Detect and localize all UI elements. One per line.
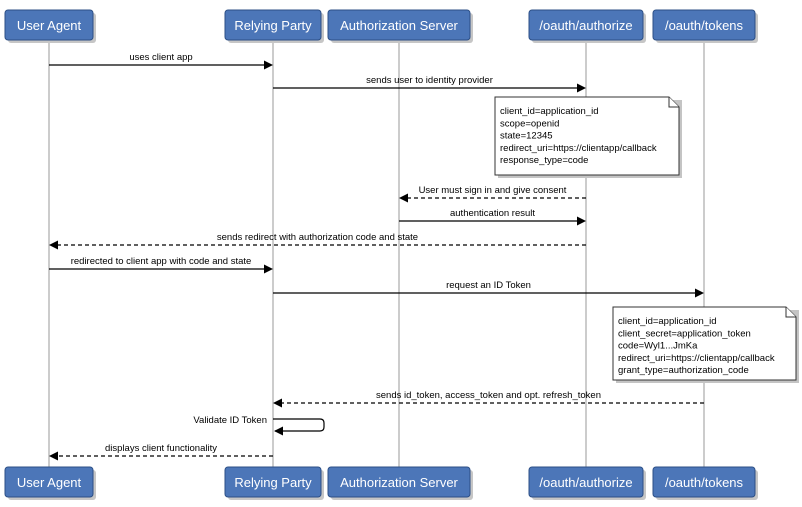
message-9: Validate ID Token bbox=[193, 415, 325, 436]
message-label: sends id_token, access_token and opt. re… bbox=[376, 390, 601, 401]
message-label: sends redirect with authorization code a… bbox=[217, 232, 418, 243]
participant-box bbox=[652, 466, 756, 498]
message-label: sends user to identity provider bbox=[366, 75, 493, 86]
message-4: authentication result bbox=[399, 208, 586, 226]
note-fold bbox=[785, 307, 796, 318]
note-line: redirect_uri=https://clientapp/callback bbox=[500, 143, 657, 154]
arrow-head bbox=[273, 398, 282, 408]
participant-box bbox=[528, 9, 644, 41]
participant-as-top: Authorization Server bbox=[327, 9, 473, 43]
participant-label: Authorization Server bbox=[340, 475, 458, 490]
participant-rp-bottom: Relying Party bbox=[224, 466, 324, 500]
arrow-head bbox=[577, 83, 586, 93]
arrow-head bbox=[399, 193, 408, 203]
participant-ua-bottom: User Agent bbox=[4, 466, 96, 500]
participant-ua-top: User Agent bbox=[4, 9, 96, 43]
message-1: uses client app bbox=[49, 52, 273, 70]
message-label: User must sign in and give consent bbox=[419, 185, 567, 196]
message-label: Validate ID Token bbox=[193, 415, 267, 426]
participant-az-bottom: /oauth/authorize bbox=[528, 466, 646, 500]
participant-box bbox=[327, 9, 471, 41]
participant-label: User Agent bbox=[17, 475, 82, 490]
arrow-head bbox=[264, 264, 273, 274]
participant-box bbox=[652, 9, 756, 41]
note-line: response_type=code bbox=[500, 155, 588, 166]
message-label: request an ID Token bbox=[446, 280, 531, 291]
message-8: sends id_token, access_token and opt. re… bbox=[273, 390, 704, 408]
participant-as-bottom: Authorization Server bbox=[327, 466, 473, 500]
message-2: sends user to identity provider bbox=[273, 75, 586, 93]
note-line: state=12345 bbox=[500, 131, 553, 142]
participant-box bbox=[224, 9, 322, 41]
participant-label: /oauth/tokens bbox=[665, 475, 744, 490]
arrow-head bbox=[695, 288, 704, 298]
arrow-head bbox=[264, 60, 273, 70]
participant-label: /oauth/authorize bbox=[539, 475, 632, 490]
message-label: displays client functionality bbox=[105, 443, 217, 454]
message-6: redirected to client app with code and s… bbox=[49, 256, 273, 274]
note-line: redirect_uri=https://clientapp/callback bbox=[618, 353, 775, 364]
note-tk: client_id=application_idclient_secret=ap… bbox=[612, 306, 799, 383]
participant-box bbox=[528, 466, 644, 498]
arrow-head bbox=[49, 240, 58, 250]
arrow-head bbox=[274, 426, 283, 436]
note-body bbox=[612, 306, 797, 381]
message-7: request an ID Token bbox=[273, 280, 704, 298]
note-line: grant_type=authorization_code bbox=[618, 365, 749, 376]
participant-box bbox=[327, 466, 471, 498]
participant-box bbox=[4, 9, 94, 41]
note-line: code=Wyl1...JmKa bbox=[618, 341, 698, 352]
note-line: scope=openid bbox=[500, 118, 559, 129]
participant-label: Authorization Server bbox=[340, 18, 458, 33]
message-5: sends redirect with authorization code a… bbox=[49, 232, 586, 250]
arrow-head bbox=[577, 216, 586, 226]
participant-box bbox=[224, 466, 322, 498]
participant-label: Relying Party bbox=[234, 475, 312, 490]
message-label: uses client app bbox=[129, 52, 192, 63]
participant-label: User Agent bbox=[17, 18, 82, 33]
note-body bbox=[494, 96, 680, 176]
message-10: displays client functionality bbox=[49, 443, 273, 461]
message-label: redirected to client app with code and s… bbox=[71, 256, 252, 267]
participant-tk-bottom: /oauth/tokens bbox=[652, 466, 758, 500]
participant-az-top: /oauth/authorize bbox=[528, 9, 646, 43]
message-line bbox=[273, 418, 325, 432]
participant-tk-top: /oauth/tokens bbox=[652, 9, 758, 43]
note-line: client_id=application_id bbox=[500, 106, 599, 117]
note-line: client_id=application_id bbox=[618, 316, 717, 327]
message-label: authentication result bbox=[450, 208, 535, 219]
message-3: User must sign in and give consent bbox=[399, 185, 586, 203]
arrow-head bbox=[49, 451, 58, 461]
participant-box bbox=[4, 466, 94, 498]
participant-rp-top: Relying Party bbox=[224, 9, 324, 43]
participant-label: /oauth/authorize bbox=[539, 18, 632, 33]
note-line: client_secret=application_token bbox=[618, 328, 751, 339]
note-fold bbox=[668, 97, 679, 108]
participant-label: Relying Party bbox=[234, 18, 312, 33]
participant-label: /oauth/tokens bbox=[665, 18, 744, 33]
